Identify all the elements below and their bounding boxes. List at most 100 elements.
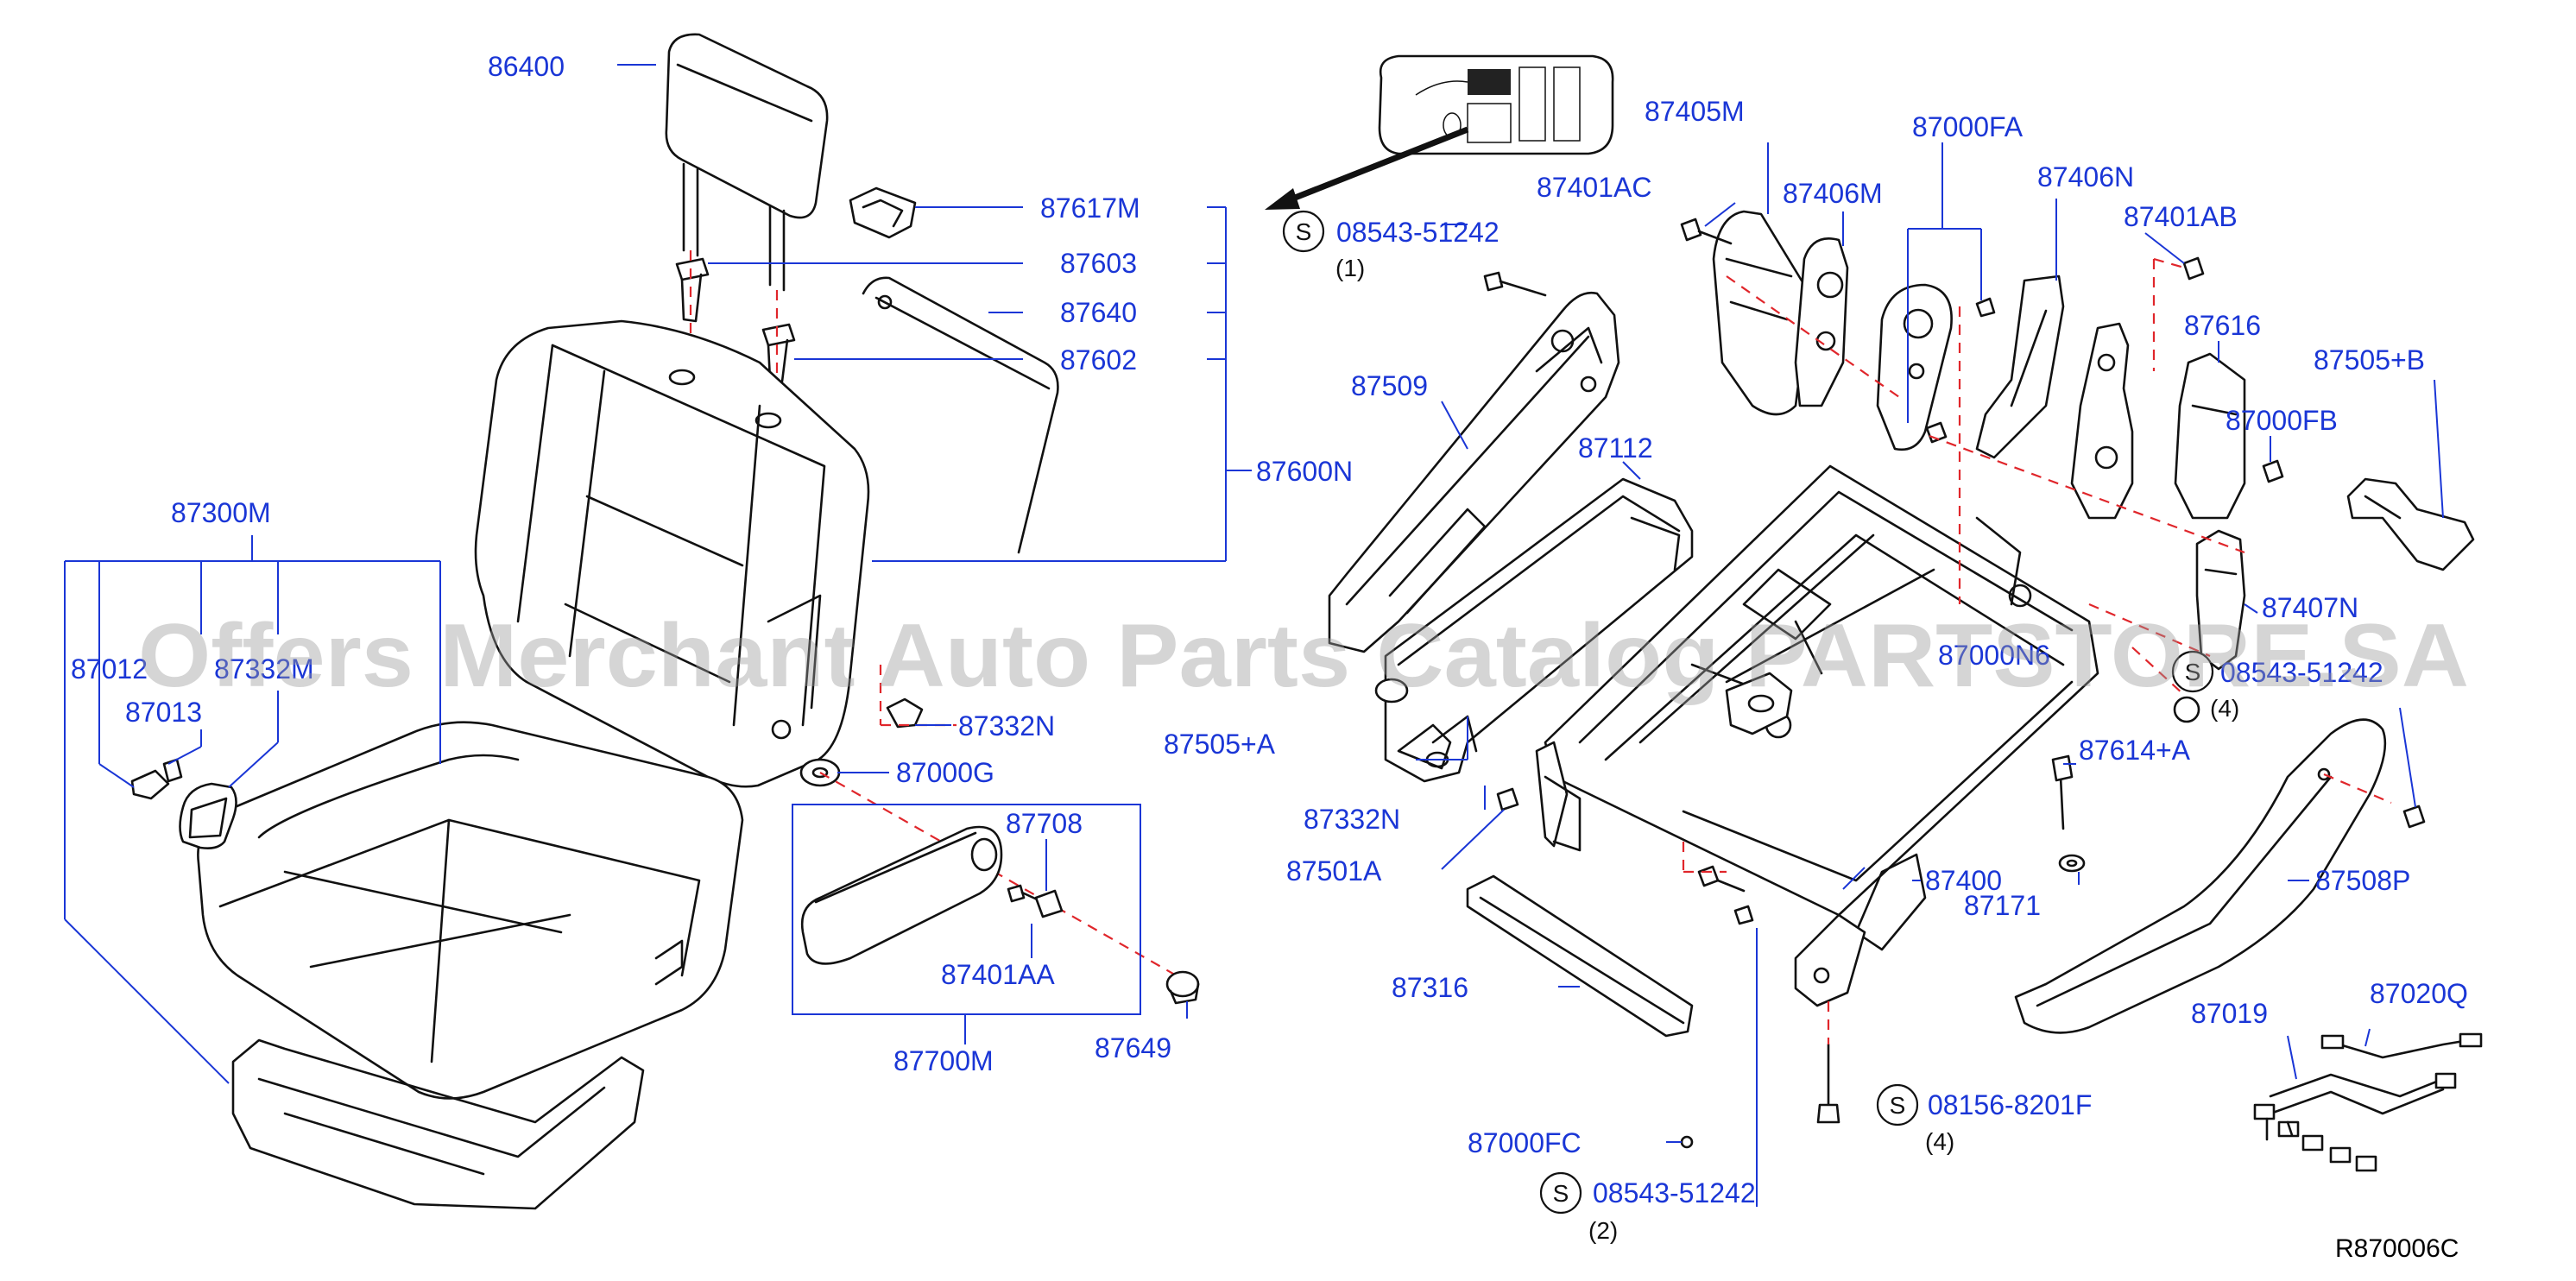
label-87316[interactable]: 87316 xyxy=(1392,972,1468,1003)
label-87332N-lower[interactable]: 87332N xyxy=(1304,804,1400,835)
headrest-guide-87603[interactable] xyxy=(675,257,710,323)
harness-87019[interactable] xyxy=(2253,1072,2457,1172)
s-mark-4: S xyxy=(2171,650,2214,693)
harness-87020Q[interactable] xyxy=(2320,1032,2483,1059)
label-87300M[interactable]: 87300M xyxy=(171,497,271,528)
label-87505A[interactable]: 87505+A xyxy=(1164,729,1276,760)
bolt-08543-51242-1[interactable] xyxy=(1483,271,1547,297)
label-87000FC[interactable]: 87000FC xyxy=(1468,1127,1582,1158)
label-87400[interactable]: 87400 xyxy=(1925,865,2002,896)
seat-frame-87400[interactable] xyxy=(1544,464,2099,951)
label-87401AB[interactable]: 87401AB xyxy=(2124,201,2238,232)
recliner-right[interactable] xyxy=(2070,322,2134,520)
label-87603[interactable]: 87603 xyxy=(1060,248,1137,279)
label-87405M[interactable]: 87405M xyxy=(1645,96,1745,127)
label-08156-8201F[interactable]: 08156-8201F xyxy=(1928,1089,2092,1120)
label-87508P[interactable]: 87508P xyxy=(2315,865,2410,896)
label-87501A[interactable]: 87501A xyxy=(1286,855,1382,887)
label-87000G[interactable]: 87000G xyxy=(896,757,994,788)
label-87700M[interactable]: 87700M xyxy=(893,1045,994,1076)
label-08543-51242-2[interactable]: 08543-51242 xyxy=(1593,1177,1756,1208)
trim-87013[interactable] xyxy=(162,758,183,783)
label-87600N[interactable]: 87600N xyxy=(1256,456,1353,487)
bolt-87501A[interactable] xyxy=(1496,787,1519,811)
washer-08543-51242-4[interactable] xyxy=(2173,696,2200,723)
armrest-87700M[interactable] xyxy=(800,825,1003,965)
leader-lines xyxy=(64,64,2444,1207)
label-87602[interactable]: 87602 xyxy=(1060,344,1137,375)
bracket-87616[interactable] xyxy=(2174,352,2246,520)
knob-cover-87332M[interactable] xyxy=(179,782,237,849)
cover-87407N[interactable] xyxy=(2195,529,2246,671)
bolt-08156-8201F[interactable] xyxy=(1816,1043,1840,1124)
back-board-87640[interactable] xyxy=(862,276,1059,554)
label-87013[interactable]: 87013 xyxy=(125,697,202,728)
clip-87617M[interactable] xyxy=(849,186,917,239)
label-87401AA[interactable]: 87401AA xyxy=(941,959,1055,990)
location-inset xyxy=(1378,54,1614,155)
label-87332N-upper[interactable]: 87332N xyxy=(958,710,1055,741)
label-87401AC[interactable]: 87401AC xyxy=(1537,172,1651,203)
trim-87012[interactable] xyxy=(130,769,170,800)
bolt-87401AC[interactable] xyxy=(1680,218,1733,245)
label-87000N6[interactable]: 87000N6 xyxy=(1938,640,2050,671)
label-87332M[interactable]: 87332M xyxy=(214,653,314,685)
seat-back[interactable] xyxy=(474,319,870,788)
watermark-text: Offers Merchant Auto Parts Catalog PARTS… xyxy=(138,606,2469,706)
label-87505B[interactable]: 87505+B xyxy=(2314,344,2425,375)
label-87020Q[interactable]: 87020Q xyxy=(2370,978,2468,1009)
bolt-87000FB[interactable] xyxy=(2262,459,2284,483)
seat-cushion[interactable] xyxy=(197,721,744,1100)
label-87708[interactable]: 87708 xyxy=(1006,808,1083,839)
bolt-87000FA[interactable] xyxy=(1975,297,1996,318)
label-87614A[interactable]: 87614+A xyxy=(2079,735,2191,766)
label-87406N[interactable]: 87406N xyxy=(2037,161,2134,192)
bolt-87401AB[interactable] xyxy=(2182,256,2205,281)
recliner-frame-87509[interactable] xyxy=(1328,291,1620,653)
lever-87406N[interactable] xyxy=(1975,274,2065,459)
bolt-87614A[interactable] xyxy=(2051,754,2074,830)
clip-87332N[interactable] xyxy=(886,697,924,729)
bracket-87501A[interactable] xyxy=(1535,741,1582,852)
cushion-pan[interactable] xyxy=(231,1038,645,1210)
side-cover-87508P[interactable] xyxy=(2014,718,2387,1034)
lower-bracket[interactable] xyxy=(1794,913,1866,1007)
cross-rail-87316[interactable] xyxy=(1466,874,1694,1038)
label-87000FA[interactable]: 87000FA xyxy=(1912,111,2024,142)
label-87012[interactable]: 87012 xyxy=(71,653,148,685)
cover-87505B[interactable] xyxy=(2346,477,2475,571)
bolt-87508P[interactable] xyxy=(2402,805,2426,829)
plug-87505A[interactable] xyxy=(1374,678,1409,704)
headrest-86400[interactable] xyxy=(665,33,829,292)
label-86400[interactable]: 86400 xyxy=(488,51,565,82)
qty-4a: (4) xyxy=(2210,695,2239,722)
nut-87501A-lower[interactable] xyxy=(1733,905,1754,925)
svg-text:S: S xyxy=(1553,1180,1569,1207)
label-87000FB[interactable]: 87000FB xyxy=(2226,405,2338,436)
motor-87000N6[interactable] xyxy=(1725,672,1793,735)
part-labels: 86400 87617M 87603 87640 87602 87600N 87… xyxy=(71,51,2468,1244)
label-87406M[interactable]: 87406M xyxy=(1783,178,1883,209)
label-87649[interactable]: 87649 xyxy=(1095,1032,1171,1063)
clip-87332N-lower[interactable] xyxy=(1397,723,1452,770)
bushing-87708[interactable] xyxy=(1034,889,1064,918)
label-87509[interactable]: 87509 xyxy=(1351,370,1428,401)
washer-87171[interactable] xyxy=(2058,854,2086,873)
location-arrow xyxy=(1265,126,1469,210)
label-87616[interactable]: 87616 xyxy=(2184,310,2261,341)
qty-2: (2) xyxy=(1588,1217,1618,1244)
label-08543-51242-1[interactable]: 08543-51242 xyxy=(1336,217,1500,248)
base-rail-87112[interactable] xyxy=(1384,477,1694,783)
label-08543-51242-4[interactable]: 08543-51242 xyxy=(2220,657,2383,688)
label-87617M[interactable]: 87617M xyxy=(1040,192,1140,224)
recliner-87000FA[interactable] xyxy=(1876,283,1953,451)
cap-87649[interactable] xyxy=(1165,970,1200,1005)
bolt-08543-51242-2[interactable] xyxy=(1697,865,1746,893)
label-87407N[interactable]: 87407N xyxy=(2262,592,2358,623)
recliner-87406M[interactable] xyxy=(1794,237,1849,407)
label-87171[interactable]: 87171 xyxy=(1964,890,2041,921)
pin-87000FC[interactable] xyxy=(1680,1135,1694,1149)
label-87640[interactable]: 87640 xyxy=(1060,297,1137,328)
label-87112[interactable]: 87112 xyxy=(1578,432,1653,464)
label-87019[interactable]: 87019 xyxy=(2191,998,2268,1029)
